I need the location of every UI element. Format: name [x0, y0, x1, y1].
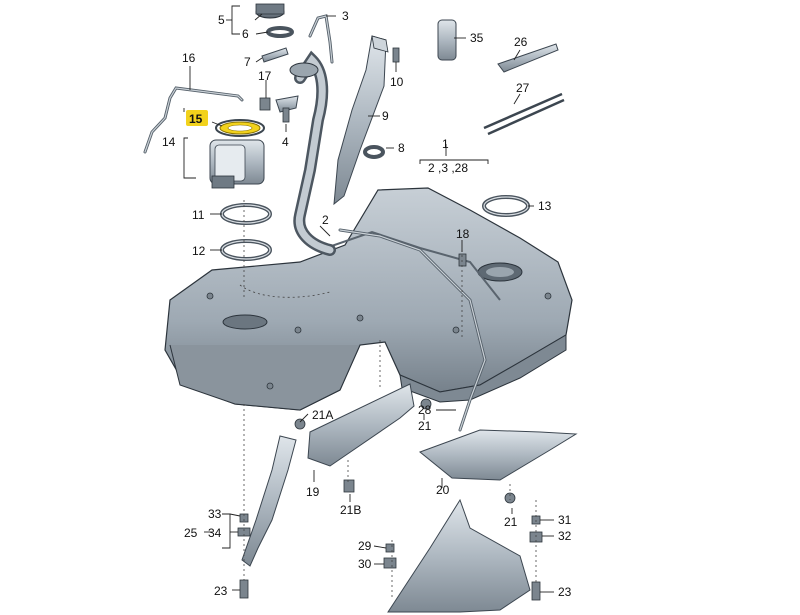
label-26: 26 [514, 35, 528, 49]
nut-21-right [504, 492, 516, 504]
label-6: 6 [242, 27, 249, 41]
label-29: 29 [358, 539, 372, 553]
plug-18 [458, 253, 467, 267]
bolt-21b [343, 479, 355, 493]
fuel-tank [164, 187, 573, 411]
retaining-ring-11 [220, 203, 272, 225]
part-labels: 5 6 3 7 17 4 16 15 14 11 12 35 26 27 10 … [162, 9, 572, 599]
label-21-mid: 21 [418, 419, 432, 433]
label-19: 19 [306, 485, 320, 499]
assembly-lines [243, 200, 537, 600]
label-33: 33 [208, 507, 222, 521]
label-4: 4 [282, 135, 289, 149]
heat-shield [333, 35, 389, 206]
label-21A: 21A [312, 408, 333, 422]
leader-lines [183, 5, 554, 593]
label-8: 8 [398, 141, 405, 155]
rear-heat-shield [387, 498, 531, 613]
label-17: 17 [258, 69, 272, 83]
label-23-right: 23 [558, 585, 572, 599]
label-13: 13 [538, 199, 552, 213]
label-18: 18 [456, 227, 470, 241]
bracket-7 [261, 47, 289, 63]
feed-line-inner [339, 229, 486, 431]
label-20: 20 [436, 483, 450, 497]
gasket-highlight [219, 121, 261, 135]
label-16: 16 [182, 51, 196, 65]
filler-neck [275, 50, 336, 256]
bolt-23-left [239, 579, 249, 599]
label-32: 32 [558, 529, 572, 543]
label-3: 3 [342, 9, 349, 23]
label-5: 5 [218, 13, 225, 27]
label-9: 9 [382, 109, 389, 123]
label-25: 25 [184, 526, 198, 540]
clip-26 [497, 43, 559, 73]
label-23-left: 23 [214, 584, 228, 598]
washer-30 [383, 557, 397, 569]
bolt-10 [392, 47, 400, 63]
bolt-29 [385, 543, 395, 553]
label-14: 14 [162, 135, 176, 149]
cap-seal [266, 26, 294, 38]
retaining-ring-13 [482, 195, 530, 217]
underbody-cover-20 [419, 429, 578, 481]
tank-strap [241, 435, 297, 567]
fuel-line-inner [144, 87, 243, 153]
label-34: 34 [208, 526, 222, 540]
label-15: 15 [189, 112, 203, 126]
cable-tie-27 [483, 92, 565, 136]
label-21-right: 21 [504, 515, 518, 529]
label-27: 27 [516, 81, 530, 95]
nut-21-mid [420, 398, 432, 410]
label-12: 12 [192, 244, 206, 258]
filler-cap [255, 3, 285, 19]
retaining-ring-12 [220, 239, 272, 261]
label-11: 11 [192, 208, 205, 222]
label-15-highlight [186, 110, 208, 126]
label-30: 30 [358, 557, 372, 571]
label-1: 1 [442, 137, 449, 151]
label-35: 35 [470, 31, 484, 45]
label-31: 31 [558, 513, 572, 527]
label-10: 10 [390, 75, 404, 89]
underbody-shield-19 [307, 383, 415, 467]
bolt-4 [282, 107, 290, 123]
label-2-3-28: 2 ,3 ,28 [428, 161, 468, 175]
label-2: 2 [322, 213, 329, 227]
nut-21a [294, 418, 306, 430]
label-7: 7 [244, 55, 251, 69]
filter-35 [437, 19, 457, 61]
bolt-23-right [531, 581, 541, 601]
fuel-pump-unit [209, 119, 265, 189]
label-21B: 21B [340, 503, 361, 517]
label-28: 28 [418, 403, 432, 417]
valve-17 [259, 97, 271, 111]
clamp-8 [363, 145, 385, 159]
